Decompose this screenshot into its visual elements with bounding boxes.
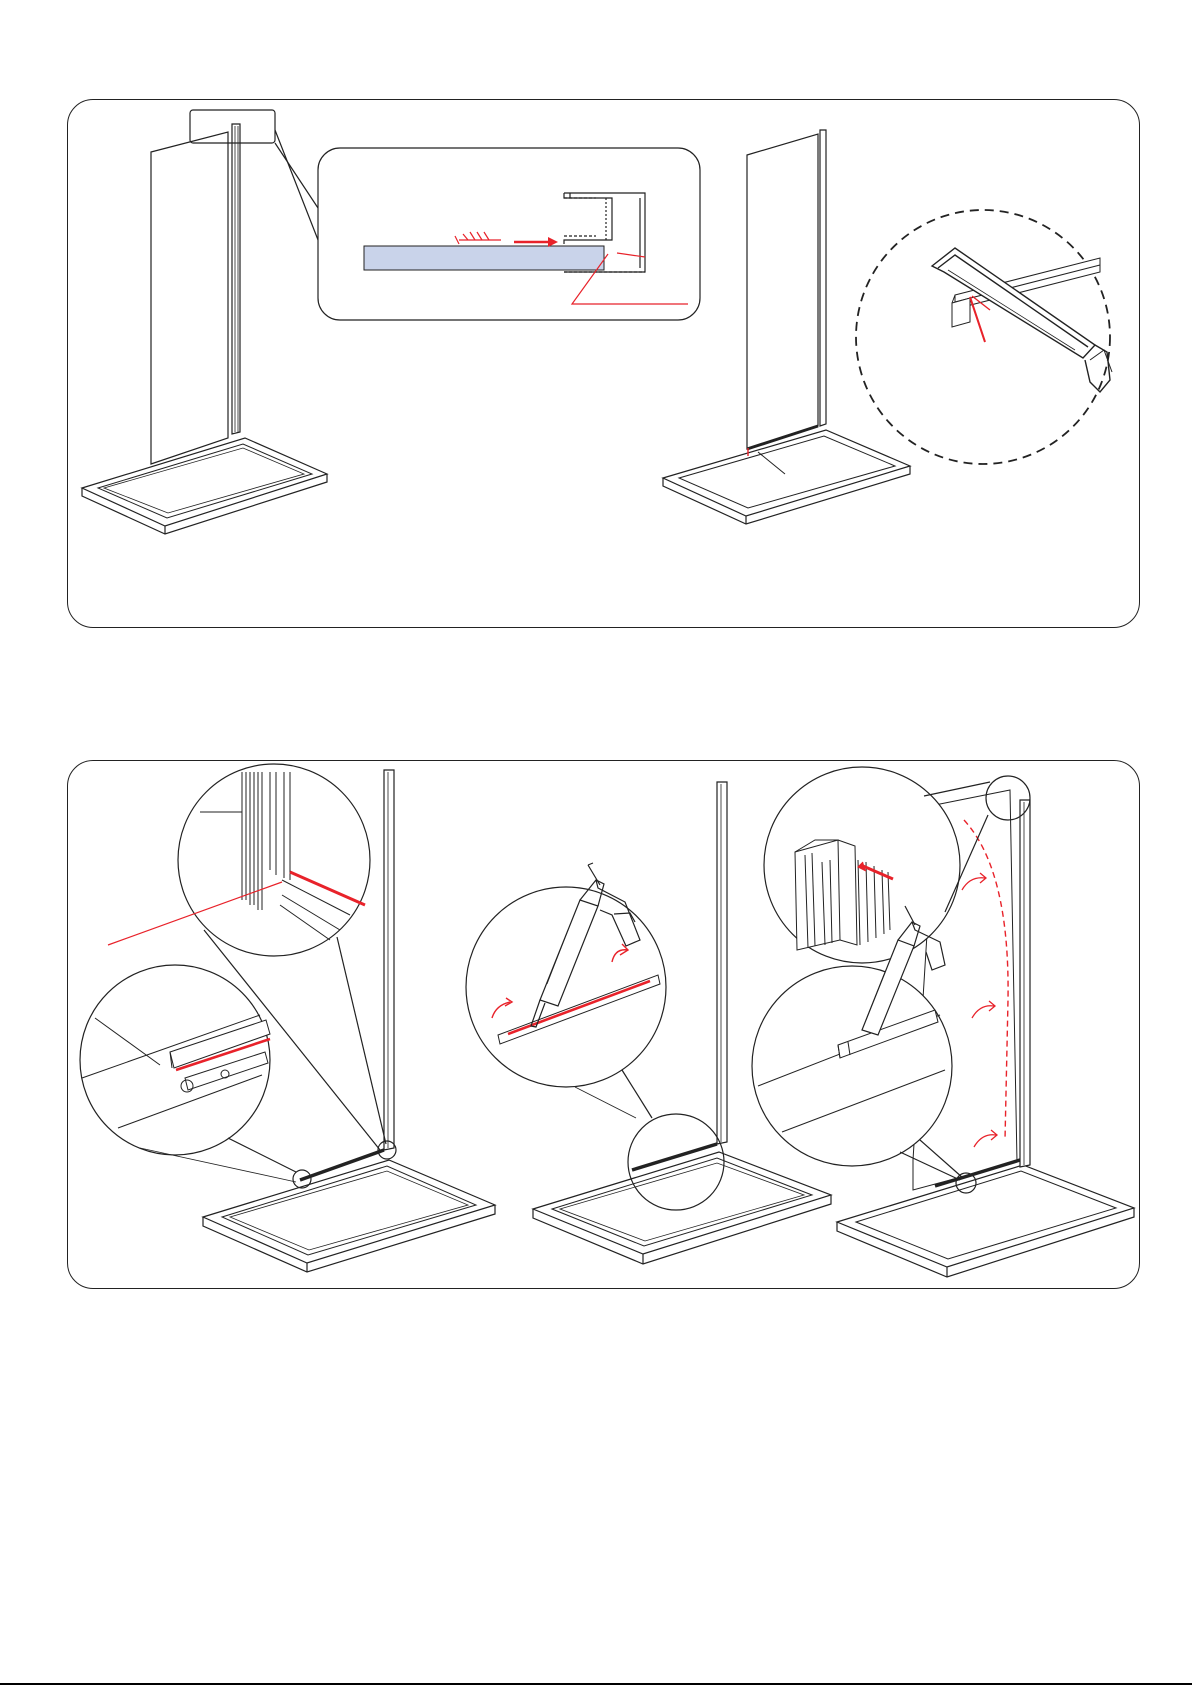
bottom-illustrations bbox=[0, 0, 1192, 1300]
figure-tray-seal-details bbox=[80, 764, 495, 1272]
figure-panel-rotate-into-profile bbox=[752, 767, 1134, 1277]
